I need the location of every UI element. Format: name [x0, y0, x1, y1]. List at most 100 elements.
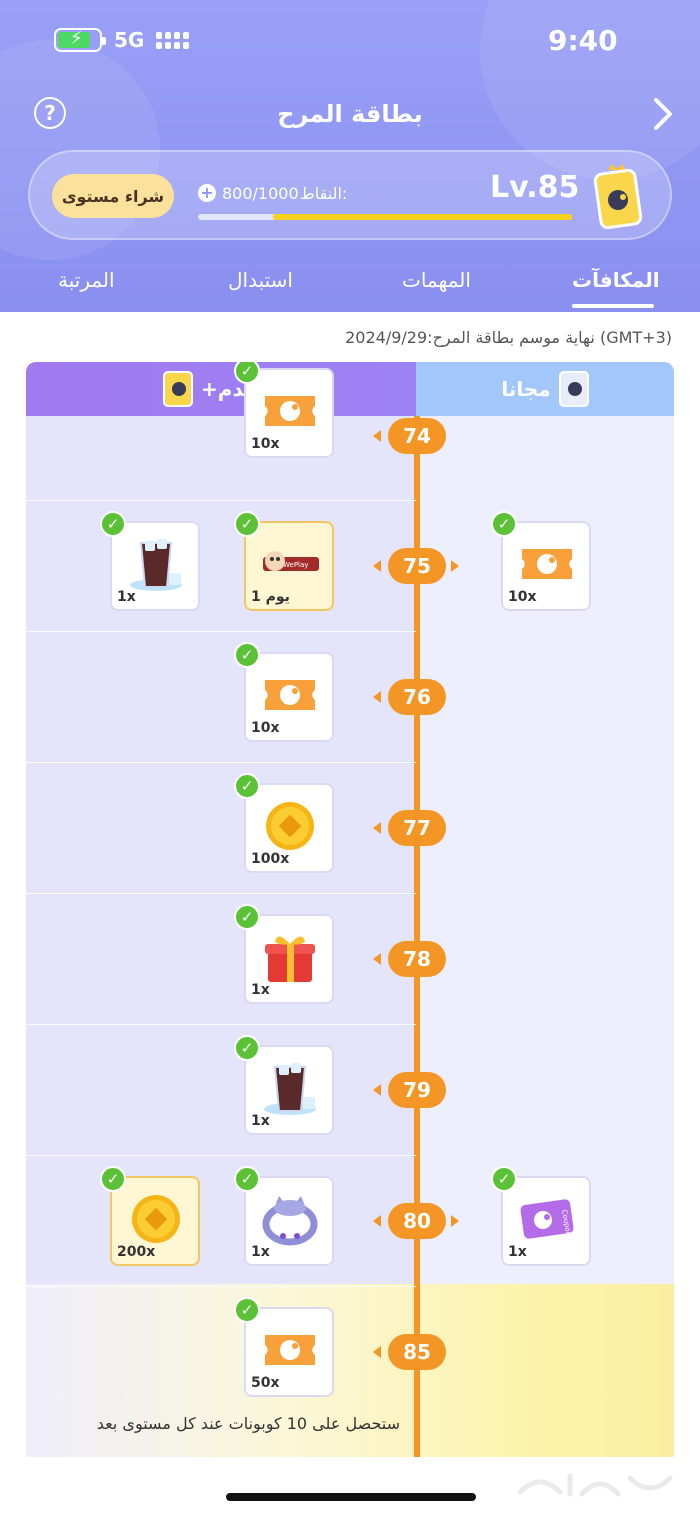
level-arrow-left	[373, 821, 381, 834]
premium-card-icon	[163, 371, 194, 407]
tab-ranking[interactable]: المرتبة	[58, 268, 115, 292]
claimed-check-icon: ✓	[491, 1165, 517, 1192]
reward-quantity: 200x	[117, 1243, 156, 1260]
row-divider	[26, 1286, 416, 1287]
claimed-check-icon: ✓	[234, 1165, 260, 1192]
network-label: 5G	[114, 28, 145, 52]
reward-item[interactable]: 100x ✓	[234, 772, 334, 873]
svg-text:WePlay: WePlay	[283, 561, 308, 569]
ticket-icon	[518, 535, 576, 593]
free-header: مجانا	[416, 362, 674, 416]
active-tab-indicator	[572, 304, 654, 308]
weplay-frame-icon: WePlay	[261, 535, 319, 593]
watermark-logo	[517, 1473, 673, 1497]
tab-rewards[interactable]: المكافآت	[572, 268, 660, 292]
back-chevron-icon[interactable]	[648, 96, 676, 132]
level-badge: 77	[388, 809, 446, 846]
current-level-highlight	[26, 1284, 674, 1457]
ticket-icon	[261, 1321, 319, 1379]
row-divider	[26, 893, 416, 894]
level-badge: 78	[388, 940, 446, 977]
coupon-icon: Coupon	[518, 1190, 576, 1248]
free-header-label: مجانا	[501, 377, 551, 401]
row-divider	[26, 1155, 416, 1156]
cola-icon	[127, 535, 185, 593]
ticket-icon	[261, 666, 319, 724]
gold-coin-icon	[127, 1190, 185, 1248]
claimed-check-icon: ✓	[234, 641, 260, 668]
points-label: النقاط:	[300, 184, 348, 203]
fun-card-icon	[593, 164, 643, 230]
reward-quantity: 1x	[117, 588, 136, 605]
reward-item[interactable]: 10x ✓	[491, 510, 591, 611]
reward-item[interactable]: 1x ✓	[234, 1034, 334, 1135]
tab-bar: المكافآت المهمات استبدال المرتبة	[0, 268, 700, 312]
reward-quantity: 1x	[251, 1243, 270, 1260]
reward-item[interactable]: 10x ✓	[234, 641, 334, 742]
reward-item[interactable]: 200x ✓	[100, 1165, 200, 1266]
level-arrow-left	[373, 952, 381, 965]
row-divider	[26, 631, 416, 632]
footer-note: ستحصل على 10 كوبونات عند كل مستوى بعد	[96, 1414, 400, 1433]
claimed-check-icon: ✓	[234, 510, 260, 537]
tab-exchange[interactable]: استبدال	[228, 268, 293, 292]
level-arrow-left	[373, 1345, 381, 1358]
gift-box-icon	[261, 928, 319, 986]
add-points-icon[interactable]: +	[198, 184, 216, 202]
claimed-check-icon: ✓	[234, 772, 260, 799]
reward-item[interactable]: 1x✓	[234, 903, 334, 1004]
reward-item[interactable]: 1x ✓	[234, 1165, 334, 1266]
page-title: بطاقة المرح	[277, 100, 423, 128]
home-indicator	[226, 1493, 476, 1501]
free-card-icon	[558, 371, 589, 407]
claimed-check-icon: ✓	[100, 510, 126, 537]
level-arrow-left	[373, 690, 381, 703]
level-arrow-left	[373, 559, 381, 572]
claimed-check-icon: ✓	[100, 1165, 126, 1192]
header: ⚡ 5G 9:40 ? بطاقة المرح شراء مستوى + 800…	[0, 0, 700, 312]
reward-quantity: 10x	[508, 588, 537, 605]
level-badge: 80	[388, 1202, 446, 1239]
claimed-check-icon: ✓	[491, 510, 517, 537]
reward-quantity: 1 يوم	[251, 588, 290, 605]
points-value: 800/1000	[222, 184, 299, 203]
tab-tasks[interactable]: المهمات	[402, 268, 471, 292]
level-arrow-left	[373, 1214, 381, 1227]
status-time: 9:40	[548, 24, 618, 57]
signal-icon	[156, 31, 190, 49]
cola-icon	[261, 1059, 319, 1117]
reward-item[interactable]: 1x ✓	[100, 510, 200, 611]
level-arrow-right	[451, 1214, 459, 1227]
level-badge: 85	[388, 1333, 446, 1370]
reward-quantity: 1x	[508, 1243, 527, 1260]
reward-item[interactable]: 50x✓	[234, 1296, 334, 1397]
claimed-check-icon: ✓	[234, 1034, 260, 1061]
level-arrow-right	[451, 559, 459, 572]
reward-quantity: 100x	[251, 850, 290, 867]
level-badge: 74	[388, 418, 446, 454]
row-divider	[26, 500, 416, 501]
reward-quantity: 1x	[251, 1112, 270, 1129]
season-end-text: نهاية موسم بطاقة المرح:2024/9/29 (GMT+3)	[345, 328, 672, 347]
row-divider	[26, 762, 416, 763]
points-progress-bar	[198, 214, 572, 220]
row-divider	[26, 1024, 416, 1025]
reward-quantity: 50x	[251, 1374, 280, 1391]
claimed-check-icon: ✓	[234, 362, 260, 384]
reward-quantity: 10x	[251, 719, 280, 736]
gold-coin-icon	[261, 797, 319, 855]
level-arrow-left	[373, 1083, 381, 1096]
status-bar-left: ⚡ 5G	[54, 28, 190, 52]
cat-ring-icon	[261, 1190, 319, 1248]
buy-level-button[interactable]: شراء مستوى	[52, 174, 174, 218]
level-axis	[414, 416, 420, 1457]
premium-column	[26, 416, 416, 1457]
reward-item[interactable]: WePlay 1 يوم ✓	[234, 510, 334, 611]
help-button[interactable]: ?	[34, 97, 66, 129]
claimed-check-icon: ✓	[234, 903, 260, 930]
reward-item[interactable]: 10x✓	[234, 362, 334, 458]
level-card: شراء مستوى + 800/1000 النقاط: Lv.85	[28, 150, 672, 240]
ticket-icon	[261, 382, 319, 440]
